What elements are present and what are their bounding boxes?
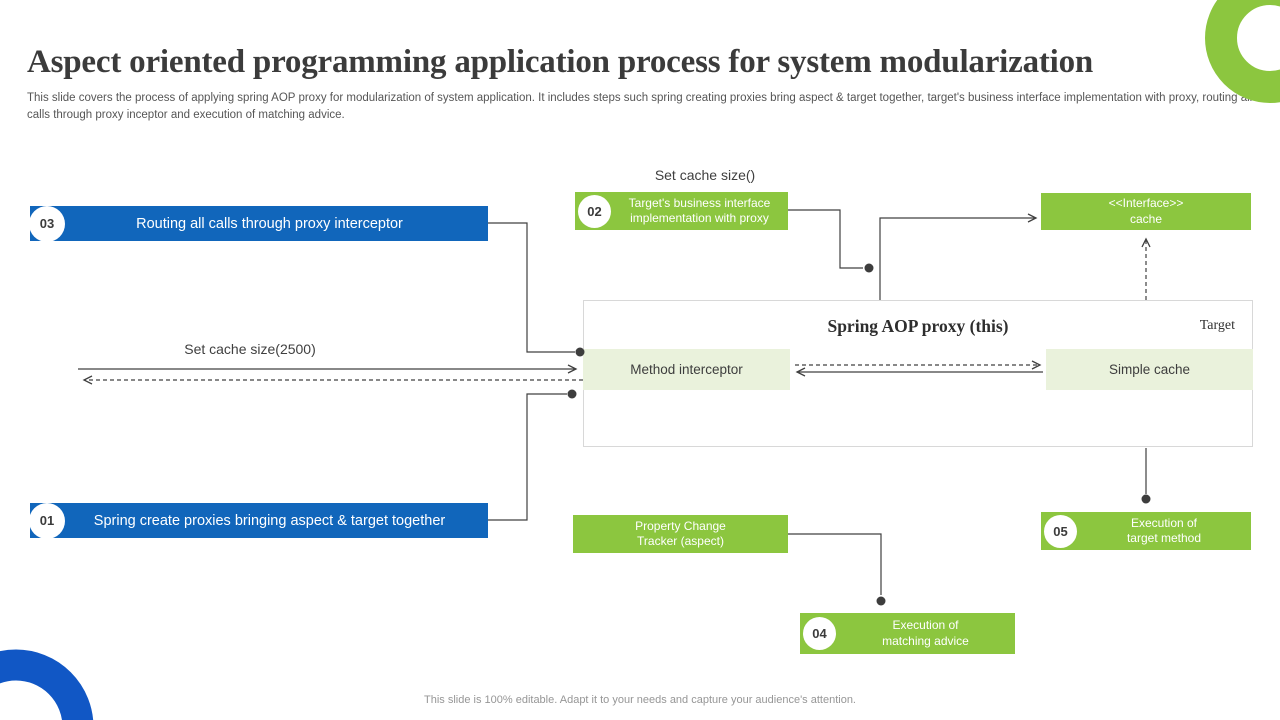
connector-step02-elbow [788,209,863,269]
interface-cache-label: <<Interface>> cache [1041,196,1251,227]
blue-ring-decoration [0,649,94,720]
step-04-box: 04 Execution of matching advice [800,613,1015,654]
step-05-label: Execution of target method [1077,516,1251,547]
step-03-number-badge: 03 [29,205,65,242]
interface-cache-line1: <<Interface>> [1108,196,1184,211]
slide-description: This slide covers the process of applyin… [27,92,1253,121]
step-04-label-line1: Execution of [892,618,959,633]
spring-aop-proxy-title: Spring AOP proxy (this) [827,316,1009,336]
method-interceptor-box: Method interceptor [583,349,790,390]
step-02-box: 02 Target's business interface implement… [575,192,788,230]
interface-cache-line2: cache [1129,211,1163,226]
property-tracker-line2: Tracker (aspect) [637,534,724,548]
footer-note: This slide is 100% editable. Adapt it to… [424,694,856,706]
page-title: Aspect oriented programming application … [27,44,1094,80]
junction-dot-step02 [864,263,874,273]
step-02-number-badge: 02 [578,194,611,228]
property-tracker-box: Property Change Tracker (aspect) [573,515,788,553]
step-05-number-badge: 05 [1044,514,1077,548]
target-label: Target [1199,318,1235,333]
property-tracker-label: Property Change Tracker (aspect) [573,519,788,550]
step-03-bar: 03 Routing all calls through proxy inter… [29,205,488,242]
connector-step01-to-proxy [488,393,567,521]
junction-dot-step04 [876,596,886,606]
step-02-label-line1: Target's business interface [628,195,771,210]
step-05-label-line1: Execution of [1130,515,1198,530]
step-01-bar: 01 Spring create proxies bringing aspect… [29,502,488,539]
step-01-label: Spring create proxies bringing aspect & … [93,512,446,529]
connector-proxy-to-interface-cache [879,213,1038,300]
step-02-label: Target's business interface implementati… [611,196,788,227]
simple-cache-box: Simple cache [1046,349,1253,390]
property-tracker-line1: Property Change [635,518,726,533]
step-04-number-badge: 04 [803,617,836,650]
junction-dot-step01 [567,389,577,399]
step-04-label-line2: matching advice [882,633,969,648]
connector-tracker-to-step04 [788,533,882,595]
connector-step03-to-proxy [488,222,575,353]
step-05-label-line2: target method [1126,531,1202,545]
interface-cache-box: <<Interface>> cache [1041,193,1251,230]
set-cache-size-annotation: Set cache size() [654,167,756,183]
step-05-box: 05 Execution of target method [1041,512,1251,550]
step-02-label-line2: implementation with proxy [630,211,769,225]
junction-dot-step05 [1141,494,1151,504]
step-01-number-badge: 01 [29,502,65,539]
set-cache-size-2500-annotation: Set cache size(2500) [184,341,316,357]
step-04-label: Execution of matching advice [836,618,1015,649]
step-03-label: Routing all calls through proxy intercep… [136,215,403,232]
